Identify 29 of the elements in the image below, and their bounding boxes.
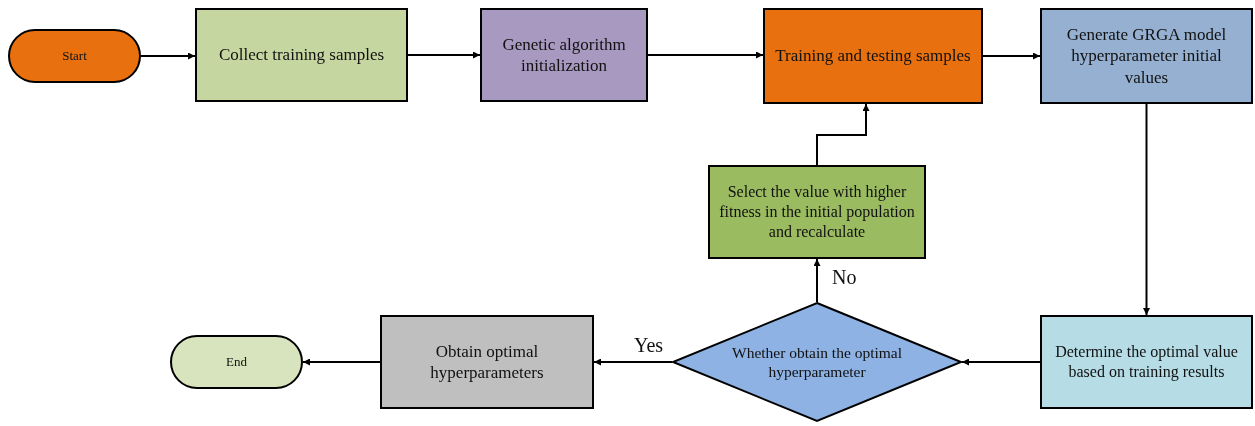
arrow (961, 358, 1041, 366)
node-label: Determine the optimal value based on training results (1054, 342, 1239, 382)
process-box (1040, 8, 1253, 104)
process-box (380, 315, 594, 409)
node-label: Collect training samples (218, 44, 385, 66)
arrow (647, 51, 764, 59)
node-label: End (226, 353, 247, 371)
arrow (593, 358, 673, 366)
node-label: Training and testing samples (775, 45, 971, 67)
arrow (407, 51, 481, 59)
terminal-shape (170, 335, 303, 389)
terminal-shape (8, 29, 141, 83)
node-label: Start (62, 47, 87, 65)
node-label: Whether obtain the optimal hyperparameter (732, 342, 902, 382)
process-box (1040, 315, 1253, 409)
arrow (140, 52, 196, 60)
arrow (816, 103, 870, 166)
node-label: Genetic algorithm initialization (501, 33, 627, 77)
node-label: Select the value with higher fitness in the initial population and recalculate (718, 182, 916, 242)
arrow (982, 52, 1041, 60)
arrow (302, 358, 381, 366)
arrow (813, 258, 821, 303)
arrow (1143, 103, 1150, 316)
process-box (480, 8, 648, 102)
process-box (763, 8, 983, 104)
node-label: Generate GRGA model hyperparameter initial values (1065, 24, 1228, 88)
node-label: Obtain optimal hyperparameters (429, 340, 545, 384)
process-box (708, 165, 926, 259)
process-box (195, 8, 408, 102)
